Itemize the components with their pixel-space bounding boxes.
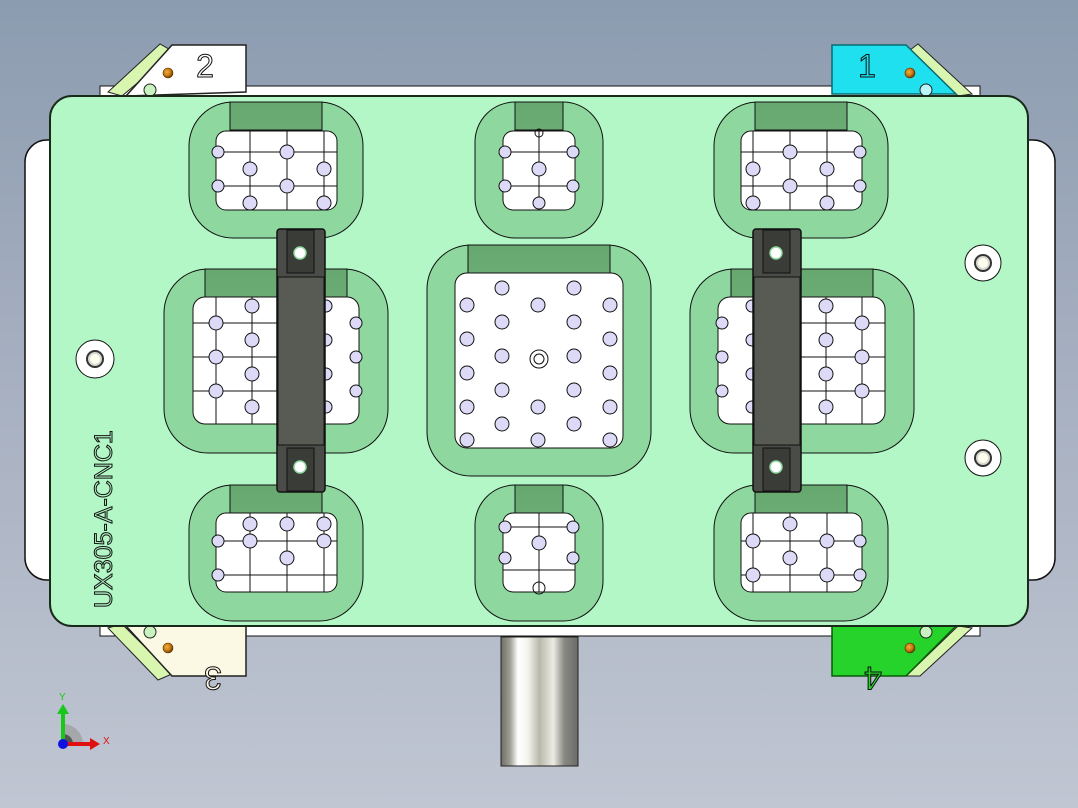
pocket-center-large[interactable] bbox=[426, 244, 652, 477]
screw-hole-icon bbox=[769, 460, 783, 474]
mounting-hole-left bbox=[75, 339, 115, 379]
corner-tag-1[interactable]: 1 bbox=[831, 43, 974, 97]
pocket-top-right[interactable] bbox=[713, 101, 889, 239]
locator-holes bbox=[211, 144, 332, 211]
pocket-top-center[interactable] bbox=[474, 101, 604, 239]
pocket-middle-right[interactable] bbox=[689, 268, 915, 454]
screw-hole-icon bbox=[293, 246, 307, 260]
pocket-bottom-center[interactable] bbox=[474, 484, 604, 622]
corner-tag-3[interactable]: 3 bbox=[107, 623, 247, 697]
tag-1-label: 1 bbox=[858, 48, 876, 84]
y-axis-icon bbox=[61, 712, 65, 742]
mounting-hole-right-top bbox=[964, 244, 1002, 282]
tag-3-label: 3 bbox=[204, 660, 222, 696]
corner-tag-4[interactable]: 4 bbox=[831, 625, 974, 697]
x-axis-icon bbox=[63, 742, 91, 746]
dowel-pin-icon bbox=[904, 67, 916, 79]
mounting-hole-right-bottom bbox=[964, 439, 1002, 477]
pocket-top-left[interactable] bbox=[188, 101, 364, 239]
pocket-bottom-right[interactable] bbox=[713, 484, 889, 622]
engraved-part-number: UX305-A-CNC1 bbox=[90, 430, 118, 608]
handle-left[interactable] bbox=[276, 228, 326, 493]
pocket-middle-left[interactable] bbox=[163, 268, 389, 454]
dowel-pin-icon bbox=[162, 67, 174, 79]
triad-x-label: X bbox=[103, 736, 110, 747]
screw-hole-icon bbox=[769, 246, 783, 260]
corner-tag-2[interactable]: 2 bbox=[107, 43, 247, 97]
screw-hole-icon bbox=[293, 460, 307, 474]
handle-right[interactable] bbox=[752, 228, 802, 493]
tag-2-label: 2 bbox=[196, 48, 214, 84]
dowel-pin-icon bbox=[162, 642, 174, 654]
dowel-pin-icon bbox=[904, 642, 916, 654]
tag-4-label: 4 bbox=[864, 660, 882, 696]
pocket-bottom-left[interactable] bbox=[188, 484, 364, 622]
coordinate-triad: Y X bbox=[57, 692, 110, 750]
cylinder-boss bbox=[500, 636, 579, 767]
triad-y-label: Y bbox=[59, 692, 66, 703]
z-axis-icon bbox=[58, 739, 68, 749]
